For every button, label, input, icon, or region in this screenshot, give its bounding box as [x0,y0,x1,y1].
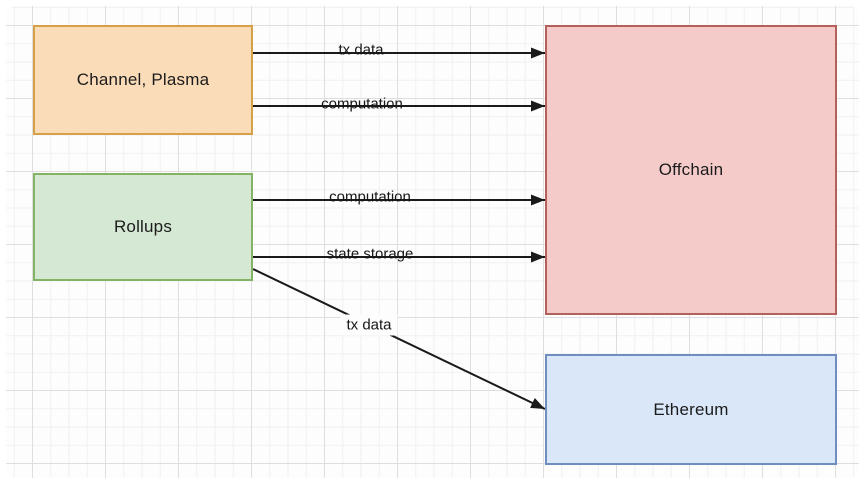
node-ethereum-label: Ethereum [653,399,729,419]
node-channel-plasma: Channel, Plasma [33,25,253,135]
edge-label-state-storage: state storage [326,245,414,263]
node-ethereum: Ethereum [545,354,837,465]
node-channel-plasma-label: Channel, Plasma [76,70,210,89]
node-rollups: Rollups [33,173,253,281]
node-offchain: Offchain [545,25,837,315]
node-offchain-label: Offchain [658,160,724,179]
edge-label-computation-middle: computation [329,188,411,206]
node-rollups-label: Rollups [113,217,173,236]
edge-label-tx-data-top: tx data [338,41,384,59]
edge-label-tx-data-diagonal: tx data [340,314,398,336]
edge-label-computation-top: computation [321,95,403,113]
